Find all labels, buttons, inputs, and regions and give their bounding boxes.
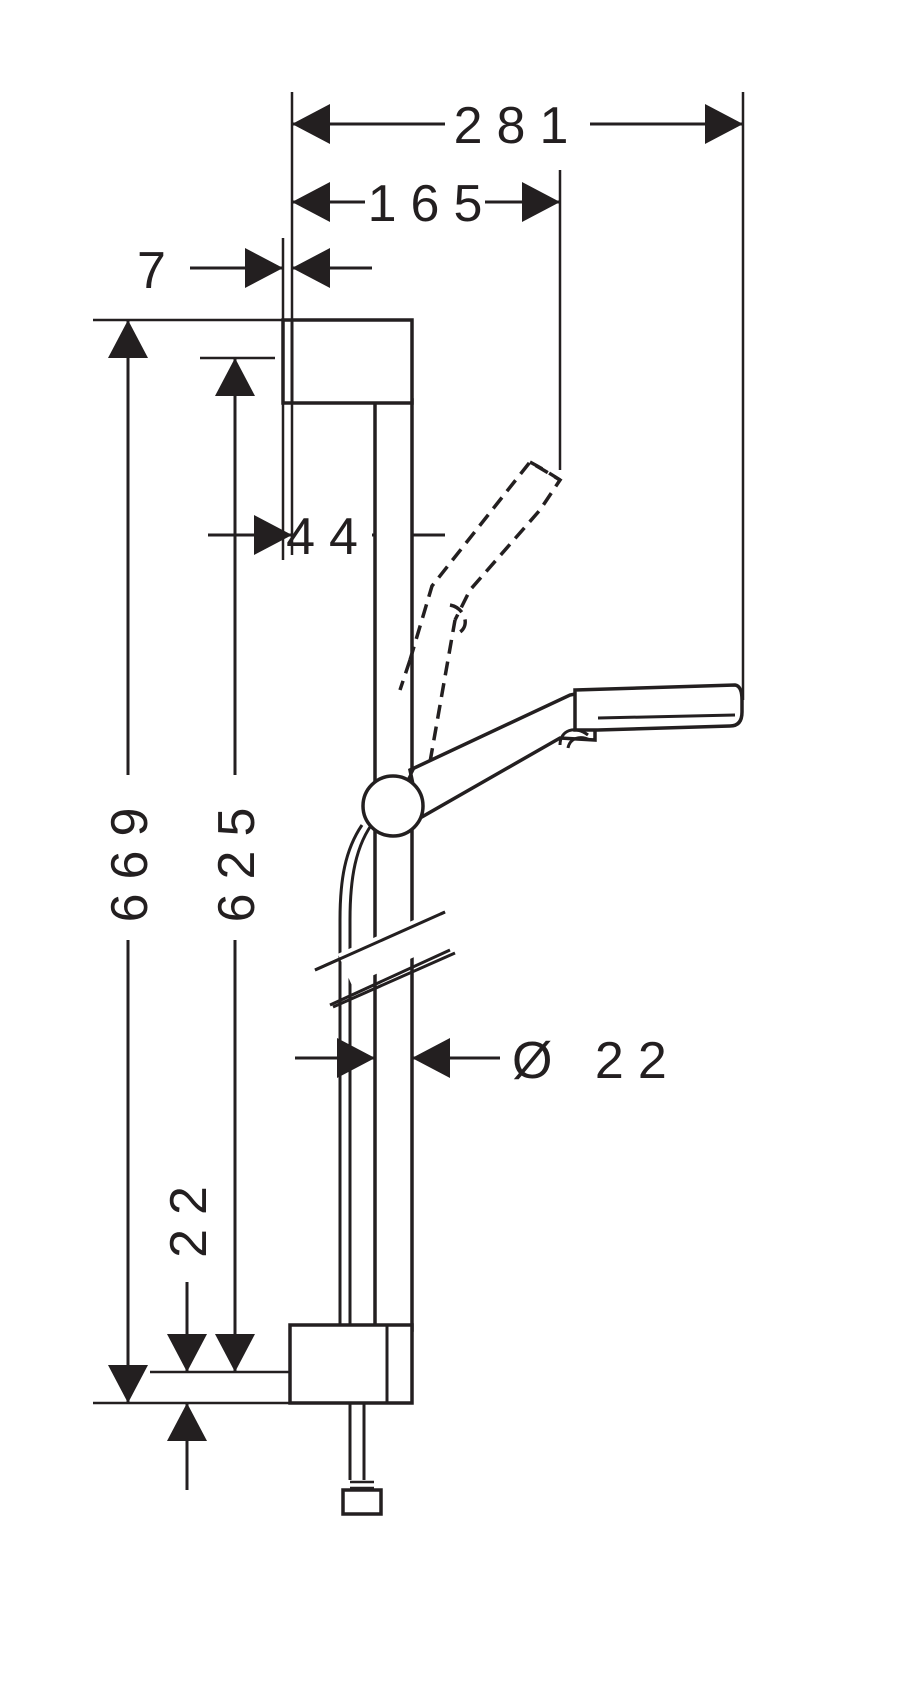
- dimension-22-bracket: 22: [160, 1172, 218, 1490]
- lower-wall-bracket: [288, 1323, 414, 1405]
- handshower-raised-position: [398, 459, 563, 763]
- arrow-head: [705, 104, 743, 144]
- arrow-head: [292, 104, 330, 144]
- handshower: [408, 683, 744, 821]
- upper-wall-bracket: [281, 318, 414, 405]
- handshower-holder: [361, 767, 425, 838]
- rail-break-mark: [329, 948, 451, 1007]
- arrow-head: [412, 1038, 450, 1078]
- dimension-7: 7: [137, 242, 372, 300]
- dimension-165: 165: [292, 175, 560, 233]
- hose-connector: [341, 1403, 383, 1516]
- arrow-head: [292, 182, 330, 222]
- dimension-625: 625: [208, 358, 266, 1372]
- dimension-label-625: 625: [208, 794, 266, 923]
- dimension-label-669: 669: [101, 794, 159, 923]
- arrow-head: [245, 248, 283, 288]
- arrow-head: [254, 515, 292, 555]
- arrow-head: [522, 182, 560, 222]
- arrow-head: [108, 1365, 148, 1403]
- dimension-label-165: 165: [368, 175, 497, 233]
- dimension-label-44: 44: [286, 508, 372, 566]
- dimension-669: 669: [101, 320, 159, 1403]
- arrow-head: [167, 1334, 207, 1372]
- dimension-label-22-bracket: 22: [160, 1172, 218, 1258]
- arrow-head: [292, 248, 330, 288]
- dimension-label-rail-diameter: Ø 22: [512, 1032, 681, 1090]
- extension-lines: [93, 92, 745, 1405]
- dimension-label-7: 7: [137, 242, 180, 300]
- arrow-head: [167, 1403, 207, 1441]
- arrow-head: [108, 320, 148, 358]
- dimension-label-281: 281: [454, 97, 583, 155]
- dimension-281: 281: [292, 97, 743, 155]
- arrow-head: [215, 1334, 255, 1372]
- dimension-rail-diameter: Ø 22: [295, 1032, 681, 1090]
- shower-rail: [314, 398, 456, 1332]
- arrow-head: [337, 1038, 375, 1078]
- arrow-head: [215, 358, 255, 396]
